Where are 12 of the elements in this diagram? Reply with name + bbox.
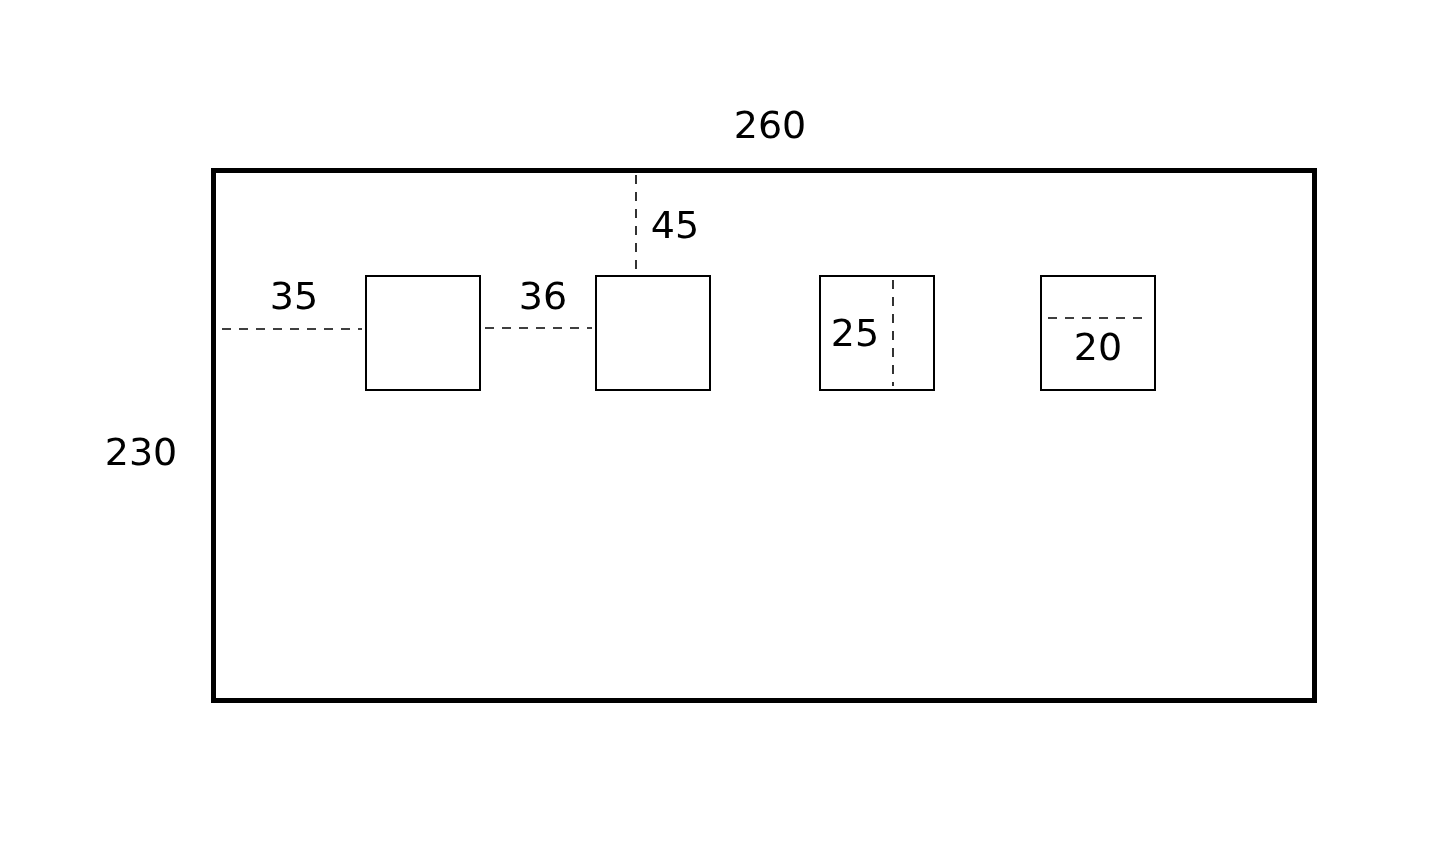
dimension-label: 20 [1073,328,1123,366]
square-outline [365,275,481,391]
dimension-label: 35 [269,277,319,315]
square-outline [819,275,935,391]
dimension-label: 36 [518,277,568,315]
dimension-label: 25 [830,314,880,352]
square-outline [1040,275,1156,391]
dimension-label: 230 [104,433,178,471]
dimension-label: 45 [650,206,700,244]
room-outline [211,168,1317,703]
dimension-label: 260 [733,106,807,144]
square-outline [595,275,711,391]
